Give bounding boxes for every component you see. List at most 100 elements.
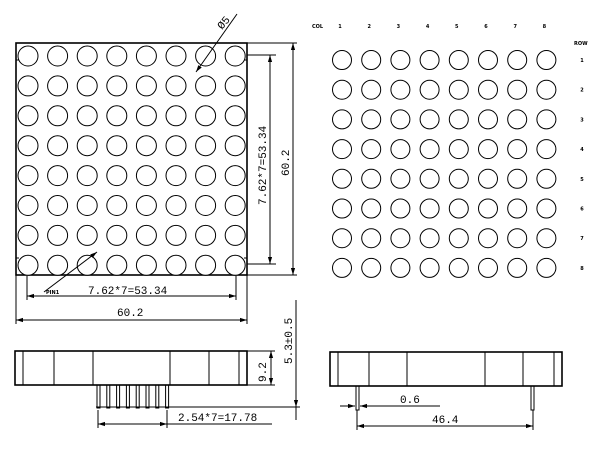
- led-front-r7-c7: [195, 224, 217, 246]
- led-grid-pinout: [332, 50, 557, 278]
- pin-pitch-label: 2.54*7=17.78: [178, 413, 257, 425]
- side-pin: [165, 384, 170, 409]
- led-pinout-r5-c6: [478, 168, 498, 189]
- led-pinout-r1-c7: [507, 50, 528, 70]
- led-front-r1-c8: [224, 45, 246, 67]
- led-pinout-r2-c1: [332, 79, 352, 100]
- led-front-r1-c6: [165, 45, 187, 67]
- led-pinout-r8-c6: [478, 257, 498, 278]
- led-front-r8-c7: [195, 254, 217, 276]
- pitch-v-label: 7.62*7=53.34: [258, 125, 270, 205]
- led-pinout-r6-c8: [536, 198, 557, 219]
- col-number: 7: [513, 24, 517, 30]
- led-front-r4-c6: [165, 135, 187, 157]
- led-front-r5-c3: [76, 165, 98, 187]
- led-pinout-r4-c8: [536, 139, 557, 160]
- led-front-r4-c5: [135, 135, 157, 157]
- col-number: 8: [543, 24, 547, 30]
- led-pinout-r5-c3: [390, 168, 411, 189]
- led-front-r3-c1: [17, 105, 39, 127]
- led-pinout-r7-c4: [419, 228, 440, 249]
- led-pinout-r7-c2: [361, 228, 382, 249]
- led-pinout-r8-c8: [536, 257, 557, 278]
- row-number: 3: [580, 117, 584, 123]
- led-front-r1-c2: [47, 45, 69, 67]
- side-view: 2.54*7=17.78 9.2 5.3±0.5: [14, 300, 300, 428]
- side-pins: [96, 384, 170, 409]
- led-front-r7-c5: [135, 224, 157, 246]
- led-front-r7-c1: [17, 224, 39, 246]
- led-pinout-r3-c1: [332, 109, 352, 130]
- led-pinout-r3-c3: [390, 109, 411, 130]
- col-number: 6: [484, 24, 488, 30]
- led-pinout-r5-c1: [332, 168, 352, 189]
- led-front-r3-c8: [224, 105, 246, 127]
- module-outline: [15, 42, 248, 276]
- led-front-r2-c1: [17, 75, 39, 97]
- side-pin: [116, 384, 121, 409]
- led-front-r1-c3: [76, 45, 98, 67]
- led-front-r3-c7: [195, 105, 217, 127]
- led-pinout-r4-c6: [478, 139, 498, 160]
- led-pinout-r1-c8: [536, 50, 557, 70]
- col-number: 3: [397, 24, 401, 30]
- led-pinout-r6-c6: [478, 198, 498, 219]
- led-front-r2-c7: [195, 75, 217, 97]
- col-number: 5: [455, 24, 459, 30]
- led-pinout-r8-c3: [390, 257, 411, 278]
- side-body: [14, 350, 248, 386]
- led-front-r3-c6: [165, 105, 187, 127]
- width-label: 60.2: [117, 308, 143, 320]
- led-pinout-r5-c7: [507, 168, 528, 189]
- led-front-r8-c1: [17, 254, 39, 276]
- led-front-r5-c6: [165, 165, 187, 187]
- led-front-r8-c4: [106, 254, 128, 276]
- led-front-r8-c2: [47, 254, 69, 276]
- diameter-leader: [195, 13, 238, 73]
- led-pinout-r8-c1: [332, 257, 352, 278]
- led-pinout-r4-c4: [419, 139, 440, 160]
- led-pinout-r4-c7: [507, 139, 528, 160]
- side-pin: [125, 384, 130, 409]
- led-front-r1-c5: [135, 45, 157, 67]
- led-pinout-r6-c7: [507, 198, 528, 219]
- led-pinout-r4-c2: [361, 139, 382, 160]
- end-body: [329, 351, 563, 387]
- led-pinout-r5-c2: [361, 168, 382, 189]
- led-pinout-r1-c4: [419, 50, 440, 70]
- led-front-r6-c4: [106, 195, 128, 216]
- led-pinout-r7-c8: [536, 228, 557, 249]
- pin1-leader: [43, 251, 98, 293]
- pin-row-width-label: 46.4: [432, 415, 459, 427]
- end-pin-right: [530, 385, 535, 411]
- led-pinout-r6-c4: [419, 198, 440, 219]
- row-number: 1: [580, 58, 584, 64]
- led-pinout-r8-c2: [361, 257, 382, 278]
- led-pinout-r3-c4: [419, 109, 440, 130]
- led-pinout-r4-c1: [332, 139, 352, 160]
- led-front-r2-c8: [224, 75, 246, 97]
- side-pin: [155, 384, 160, 409]
- led-front-r6-c5: [135, 195, 157, 216]
- pin-diameter-label: 0.6: [400, 395, 420, 407]
- row-number: 6: [580, 207, 584, 213]
- led-pinout-r5-c5: [448, 168, 469, 189]
- led-front-r6-c1: [17, 195, 39, 216]
- led-pinout-r1-c6: [478, 50, 498, 70]
- led-front-r2-c6: [165, 75, 187, 97]
- led-pinout-r8-c7: [507, 257, 528, 278]
- led-front-r1-c1: [17, 45, 39, 67]
- led-grid-front: [17, 45, 246, 276]
- row-header: ROW: [574, 41, 588, 47]
- led-front-r5-c2: [47, 165, 69, 187]
- led-pinout-r6-c2: [361, 198, 382, 219]
- led-pinout-r6-c3: [390, 198, 411, 219]
- led-pinout-r8-c4: [419, 257, 440, 278]
- row-number: 7: [580, 236, 584, 242]
- led-front-r3-c4: [106, 105, 128, 127]
- led-pinout-r6-c5: [448, 198, 469, 219]
- led-front-r7-c3: [76, 224, 98, 246]
